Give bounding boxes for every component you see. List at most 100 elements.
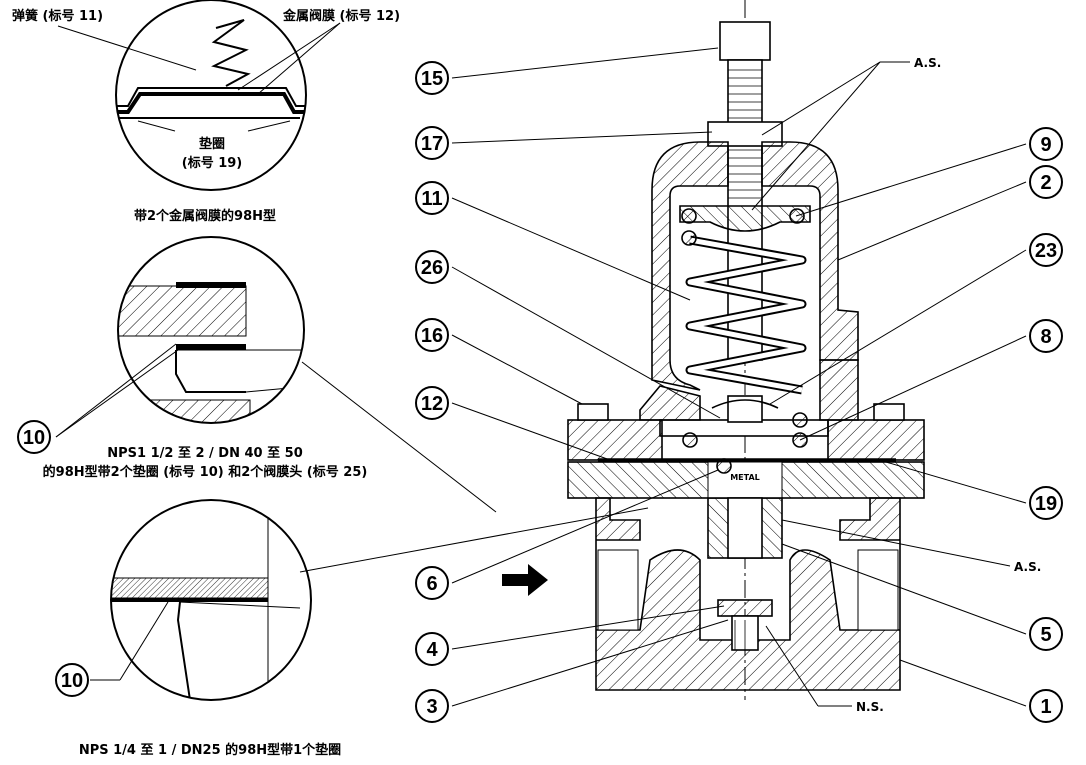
leader-ns	[765, 625, 819, 707]
leader-19	[885, 461, 1027, 504]
leader-as-right	[781, 519, 1011, 567]
callout-15: 15	[421, 68, 443, 90]
gasket-lower	[176, 344, 246, 350]
leader-spring	[57, 25, 197, 71]
callout-10-bottom: 10	[61, 670, 83, 692]
as-label-top: A.S.	[914, 56, 941, 70]
callout-circle-5	[1029, 617, 1063, 651]
seat-ring	[717, 599, 773, 617]
outlet-port	[857, 549, 899, 631]
detail-two-metal-diaphragms: 弹簧 (标号 11) 金属阀膜 (标号 12) 垫圈 (标号 19) 带2个金属…	[12, 0, 400, 224]
metal-label: METAL	[730, 473, 760, 482]
callout-circle-16	[415, 318, 449, 352]
leader-15	[451, 47, 719, 79]
callout-circle-8	[1029, 319, 1063, 353]
adjusting-screw-head	[719, 21, 771, 61]
leader-11	[451, 197, 691, 301]
detail-middle-caption-2: 的98H型带2个垫圈 (标号 10) 和2个阀膜头 (标号 25)	[43, 464, 368, 480]
detail-top-caption: 带2个金属阀膜的98H型	[134, 208, 276, 224]
diaphragm-line-upper	[116, 87, 306, 107]
upper-spring-seat	[679, 205, 811, 232]
callout-3: 3	[426, 696, 437, 718]
leader-26	[451, 266, 721, 419]
leader-5	[781, 543, 1027, 635]
left-callouts: 15 17 11 26 16 12 6 4 3	[415, 47, 729, 723]
connector-bottom-to-body	[299, 507, 649, 573]
leader-diaphragm-a	[237, 22, 341, 91]
callout-circle-4	[415, 632, 449, 666]
lower-housing-section	[149, 399, 251, 423]
spring-zigzag	[211, 19, 251, 87]
detail-two-gaskets: 10 NPS1 1/2 至 2 / DN 40 至 50 的98H型带2个垫圈 …	[17, 236, 368, 480]
housing-section	[111, 577, 269, 599]
callout-11: 11	[421, 188, 442, 210]
leader-4	[451, 605, 725, 650]
screw-threads	[728, 69, 762, 207]
leader-12	[451, 402, 611, 461]
bonnet-left	[651, 141, 729, 391]
callout-23: 23	[1035, 240, 1057, 262]
leader-23	[769, 249, 1027, 405]
callout-circle-10-middle	[17, 420, 51, 454]
callout-circle-19	[1029, 486, 1063, 520]
callout-circle-2	[1029, 165, 1063, 199]
leader-10-b	[55, 343, 177, 438]
bolt-left	[577, 403, 609, 421]
callout-5: 5	[1040, 624, 1051, 646]
callout-circle-12	[415, 386, 449, 420]
pusher-ball	[716, 458, 732, 474]
ns-label: N.S.	[856, 700, 884, 714]
leader-8	[799, 335, 1027, 441]
plug-stem	[727, 497, 763, 559]
detail-middle-caption-1: NPS1 1/2 至 2 / DN 40 至 50	[107, 446, 303, 461]
bonnet-shoulder-left	[639, 385, 701, 421]
callout-circle-9	[1029, 127, 1063, 161]
callout-circle-1	[1029, 689, 1063, 723]
upper-housing-section	[118, 285, 247, 337]
gasket-label-line2: (标号 19)	[182, 155, 243, 171]
inlet-port	[597, 549, 639, 631]
callout-19: 19	[1035, 493, 1057, 515]
leader-as-top-b	[751, 61, 881, 211]
detail-one-gasket: 10 NPS 1/4 至 1 / DN25 的98H型带1个垫圈	[55, 499, 341, 758]
callout-17: 17	[421, 133, 443, 155]
detail-circle-top	[115, 0, 307, 191]
single-gasket	[111, 598, 268, 602]
leader-gasket-left	[137, 120, 176, 132]
bonnet-shoulder-right	[819, 359, 859, 421]
leader-gasket-right	[247, 120, 291, 132]
metal-diaphragm-label: 金属阀膜 (标号 12)	[282, 8, 400, 24]
leader-diaphragm-b	[257, 22, 341, 95]
plate-ball-top	[792, 412, 808, 428]
right-callouts: A.S. 9 2 23 8 19 A.S. 5 1 N.S.	[751, 56, 1063, 723]
callout-8: 8	[1040, 326, 1051, 348]
spring-end-ball	[681, 230, 697, 246]
leader-10-a	[55, 349, 179, 438]
valve-body	[595, 497, 901, 691]
callout-circle-6	[415, 566, 449, 600]
callout-circle-3	[415, 689, 449, 723]
leader-10-bottom	[119, 601, 169, 681]
regulator-assembly: METAL	[502, 0, 925, 700]
leader-3	[451, 619, 729, 707]
flow-direction-arrow	[502, 564, 548, 596]
gasket-upper	[176, 282, 246, 288]
callout-4: 4	[426, 639, 438, 661]
as-label-right: A.S.	[1014, 560, 1041, 574]
callout-circle-17	[415, 126, 449, 160]
detail-bottom-caption: NPS 1/4 至 1 / DN25 的98H型带1个垫圈	[79, 742, 341, 758]
leader-9	[795, 143, 1027, 217]
plate-ball-left	[682, 432, 698, 448]
spring-coil-inner	[687, 237, 805, 393]
callout-circle-10-bottom	[55, 663, 89, 697]
bonnet-flange-left	[567, 419, 663, 461]
callout-circle-15	[415, 61, 449, 95]
callout-16: 16	[421, 325, 443, 347]
callout-10-middle: 10	[23, 427, 45, 449]
leader-1	[899, 659, 1027, 707]
callout-26: 26	[421, 257, 443, 279]
leader-as-top-a	[761, 61, 881, 136]
callout-circle-26	[415, 250, 449, 284]
leader-16	[451, 334, 583, 405]
